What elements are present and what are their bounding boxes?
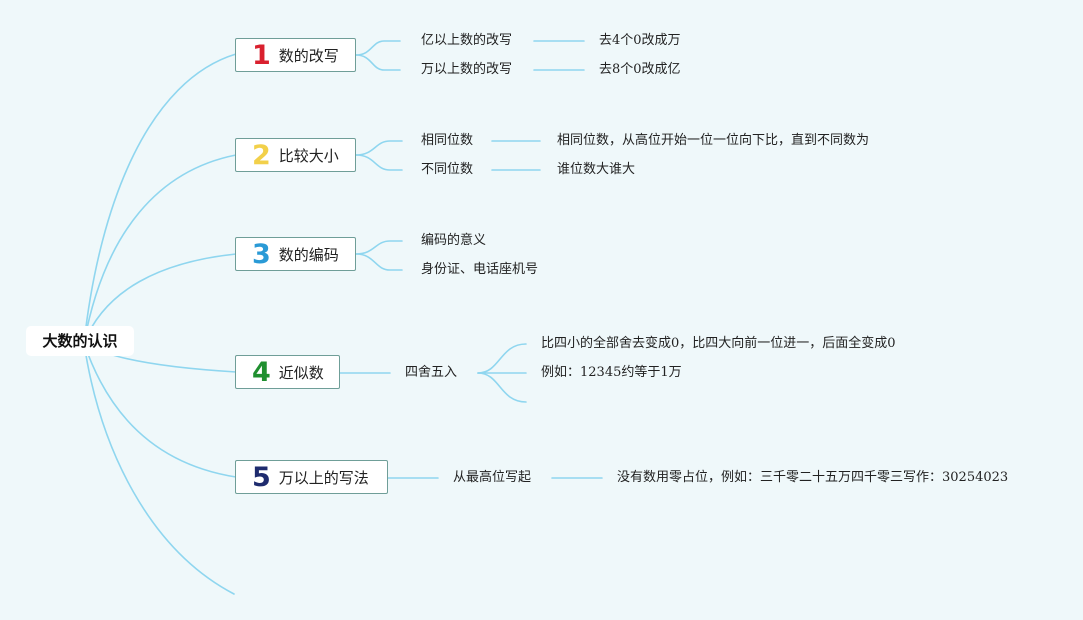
connector-root-empty <box>83 342 235 595</box>
connector-root-branch-5 <box>83 342 237 478</box>
branch-3-item-1[interactable]: 编码的意义 <box>421 233 487 248</box>
branch-2-item-1[interactable]: 相同位数 <box>421 133 474 148</box>
branch-4-sub-item-2[interactable]: 例如：12345约等于1万 <box>541 365 682 380</box>
branch-5-sub-node[interactable]: 从最高位写起 <box>453 470 532 485</box>
branch-1-label: 数的改写 <box>278 46 339 65</box>
branch-3-item-2[interactable]: 身份证、电话座机号 <box>421 262 539 277</box>
number-5-icon: 5 <box>252 461 271 493</box>
branch-1-item-2-detail[interactable]: 去8个0改成亿 <box>599 62 681 77</box>
branch-3-label: 数的编码 <box>278 245 339 264</box>
branch-5-label: 万以上的写法 <box>278 468 369 487</box>
branch-4-sub-item-1[interactable]: 比四小的全部舍去变成0，比四大向前一位进一，后面全变成0 <box>541 336 896 351</box>
branch-3-node[interactable]: 3 数的编码 <box>235 237 356 271</box>
branch-1-item-1-detail[interactable]: 去4个0改成万 <box>599 33 681 48</box>
branch-1-item-1[interactable]: 亿以上数的改写 <box>421 33 513 48</box>
branch-2-item-2[interactable]: 不同位数 <box>421 162 474 177</box>
branch-4-node[interactable]: 4 近似数 <box>235 355 340 389</box>
branch-2-node[interactable]: 2 比较大小 <box>235 138 356 172</box>
number-2-icon: 2 <box>252 139 271 171</box>
number-3-icon: 3 <box>252 238 271 270</box>
branch-1-item-2[interactable]: 万以上数的改写 <box>421 62 513 77</box>
branch-5-sub-detail[interactable]: 没有数用零占位，例如：三千零二十五万四千零三写作：30254023 <box>617 470 1009 485</box>
connector-root-branch-3 <box>83 253 237 344</box>
number-1-icon: 1 <box>252 39 271 71</box>
branch-1-node[interactable]: 1 数的改写 <box>235 38 356 72</box>
branch-2-item-1-detail[interactable]: 相同位数，从高位开始一位一位向下比，直到不同数为 <box>557 133 870 148</box>
connector-root-branch-1 <box>83 53 237 344</box>
branch-4-label: 近似数 <box>278 363 324 382</box>
root-node[interactable]: 大数的认识 <box>26 326 134 356</box>
branch-5-node[interactable]: 5 万以上的写法 <box>235 460 388 494</box>
branch-2-label: 比较大小 <box>278 146 339 165</box>
number-4-icon: 4 <box>252 356 271 388</box>
connector-root-branch-2 <box>83 154 237 344</box>
branch-4-sub-node[interactable]: 四舍五入 <box>405 365 458 380</box>
branch-2-item-2-detail[interactable]: 谁位数大谁大 <box>557 162 636 177</box>
